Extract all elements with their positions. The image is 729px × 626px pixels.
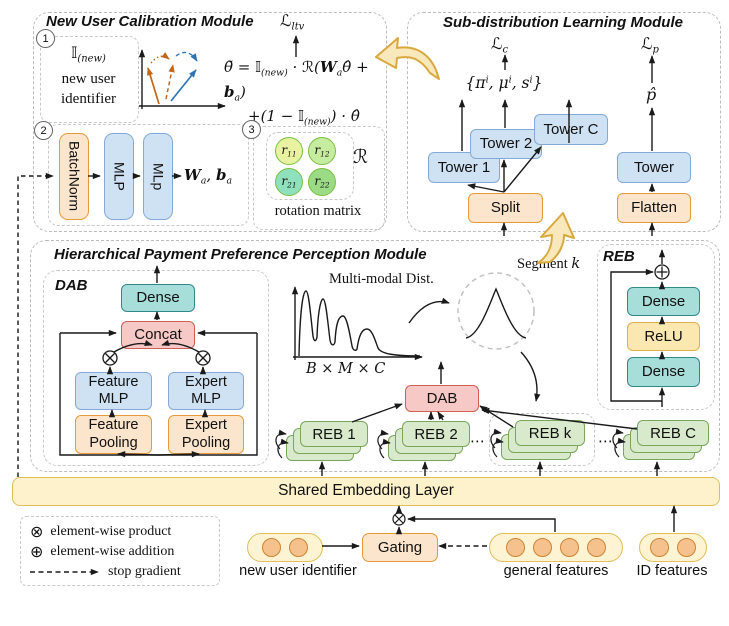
reb-detail-box	[597, 244, 715, 410]
tower-2-box: Tower 2	[470, 129, 542, 159]
gating-box: Gating	[362, 533, 438, 562]
identity-caption-2: identifier	[61, 90, 116, 107]
concat-box: Concat	[121, 321, 195, 349]
subdist-title: Sub-distribution Learning Module	[443, 14, 683, 31]
tower-1-box: Tower 1	[428, 152, 500, 183]
rotation-caption: rotation matrix	[274, 202, 362, 219]
general-features-pill	[489, 533, 623, 562]
identity-box	[40, 36, 139, 123]
calibration-formula: θ̃ = 𝕀(new) · ℛ(Waθ̂ + ba) +(1 − 𝕀(new))…	[224, 56, 390, 130]
segment-label: Segment k	[517, 256, 581, 272]
feature-dot	[650, 538, 669, 557]
legend-stop-gradient: stop gradient	[108, 564, 181, 579]
calibration-title: New User Calibration Module	[46, 13, 254, 30]
rotation-cell-r21: r21	[275, 168, 303, 196]
rotation-inner-box	[266, 132, 354, 200]
mlp-box-1: MLP	[104, 133, 134, 220]
formula-line-1: θ̃ = 𝕀(new) · ℛ(Waθ̂ + ba)	[224, 58, 369, 103]
gating-product-icon	[392, 512, 406, 526]
feature-mlp-box: Feature MLP	[75, 372, 152, 410]
feature-dot	[677, 538, 696, 557]
expert-pooling-box: Expert Pooling	[168, 415, 244, 454]
rotation-symbol: ℛ	[353, 146, 369, 168]
new-user-pill	[247, 533, 323, 562]
reb-detail-label: REB	[603, 248, 635, 265]
reb-dense-bottom-box: Dense	[627, 357, 700, 387]
tower-c-box: Tower C	[534, 114, 608, 145]
new-user-label: new user identifier	[239, 563, 357, 579]
feature-dot	[262, 538, 281, 557]
dims-label: B × M × C	[306, 361, 386, 377]
ellipsis-2: ⋯	[598, 432, 613, 450]
multimodal-label: Multi-modal Dist.	[329, 271, 434, 287]
rotation-cell-r12: r12	[308, 137, 336, 165]
loss-c: ℒc	[491, 34, 509, 56]
flatten-box: Flatten	[617, 193, 691, 223]
feature-dot	[289, 538, 308, 557]
reb-dense-top-box: Dense	[627, 287, 700, 316]
weights-label: Wa, ba	[184, 166, 232, 187]
feature-pooling-box: Feature Pooling	[75, 415, 152, 454]
feature-dot	[506, 538, 525, 557]
identity-symbol: 𝕀(new)	[71, 43, 106, 65]
dab-module-label: DAB	[55, 277, 88, 294]
formula-line-2: +(1 − 𝕀(new)) · θ̂	[248, 107, 360, 128]
perception-title: Hierarchical Payment Preference Percepti…	[54, 246, 427, 263]
product-icon: ⊗	[30, 522, 44, 541]
new-user-calibration-module	[33, 12, 387, 232]
expert-mlp-box: Expert MLP	[168, 372, 244, 410]
rotation-cell-r22: r22	[308, 168, 336, 196]
reb-c-box: REB C	[637, 420, 709, 446]
rotation-outer-box	[253, 126, 385, 230]
general-features-label: general features	[503, 563, 609, 579]
loss-ltv: ℒltv	[280, 11, 305, 33]
step-3-badge: 3	[242, 120, 261, 139]
id-features-pill	[639, 533, 707, 562]
mixture-params: {πi, μi, si}	[465, 74, 543, 92]
rotation-cell-r11: r11	[275, 137, 303, 165]
reb-relu-box: ReLU	[627, 322, 700, 351]
addition-icon: ⊕	[30, 542, 44, 561]
ellipsis-1: ⋯	[470, 432, 485, 450]
reb-k-box: REB k	[515, 420, 585, 446]
legend-addition: ⊕element-wise addition	[30, 542, 175, 561]
step-2-badge: 2	[34, 121, 53, 140]
feature-dot	[587, 538, 606, 557]
batchnorm-box: BatchNorm	[59, 133, 89, 220]
shared-embedding-layer: Shared Embedding Layer	[12, 477, 720, 506]
feature-dot	[560, 538, 579, 557]
p-hat: p̂	[646, 85, 657, 104]
step-1-badge: 1	[36, 29, 55, 48]
reb-2-box: REB 2	[402, 421, 470, 447]
legend-product: ⊗element-wise product	[30, 522, 172, 541]
legend-box	[20, 516, 220, 586]
identity-caption-1: new user	[61, 70, 116, 87]
split-box: Split	[468, 193, 543, 223]
id-features-label: ID features	[636, 563, 708, 579]
mlp-box-2: MLp	[143, 133, 173, 220]
loss-p: ℒp	[641, 34, 659, 56]
dab-node-box: DAB	[405, 385, 479, 412]
feature-dot	[533, 538, 552, 557]
reb-1-box: REB 1	[300, 421, 368, 447]
tower-box: Tower	[617, 152, 691, 183]
dab-dense-box: Dense	[121, 284, 195, 312]
